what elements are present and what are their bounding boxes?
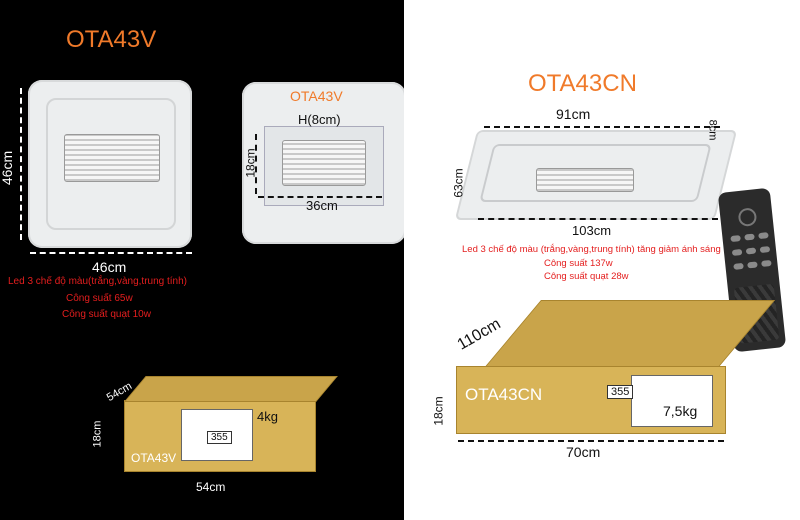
unit2-depth-line [255, 134, 257, 194]
box-model: OTA43V [131, 451, 177, 465]
unit2-label: OTA43V [290, 88, 343, 104]
unit2-height-label: H(8cm) [298, 112, 341, 127]
width-dimension-line [30, 252, 192, 254]
unit2-width: 36cm [306, 198, 338, 213]
box-top [124, 376, 338, 402]
spec-line-3: Công suất quạt 10w [62, 309, 151, 320]
box-width: 70cm [566, 444, 601, 460]
spec-line-2: Công suất 137w [544, 258, 613, 269]
top-width-line [484, 126, 720, 128]
box-model: OTA43CN [465, 385, 543, 404]
spec-line-2: Công suất 65w [66, 293, 133, 304]
box-width: 54cm [196, 480, 226, 494]
ceiling-fan-inner-view [242, 82, 406, 244]
box-weight: 4kg [257, 409, 278, 424]
top-width: 91cm [556, 106, 591, 122]
box-weight: 7,5kg [663, 403, 698, 419]
fan-panel-inner [46, 98, 176, 230]
shipping-box: 355 OTA43CN 7,5kg [456, 366, 726, 434]
box-code: 355 [607, 385, 634, 399]
unit2-depth: 18cm [243, 148, 258, 178]
unit1-width: 46cm [92, 259, 127, 275]
fan-grille [536, 168, 634, 192]
unit1-height: 46cm [0, 150, 16, 186]
left-title: OTA43V [66, 26, 157, 53]
ceiling-fan-front-view [28, 80, 192, 248]
unit-width: 103cm [572, 223, 612, 238]
unit2-width-line [258, 196, 382, 198]
spec-line-1: Led 3 chế độ màu (trắng,vàng,trung tính)… [462, 244, 721, 255]
box-depth: 110cm [454, 315, 504, 354]
box-height: 18cm [91, 420, 104, 448]
power-icon [737, 207, 758, 228]
right-panel: OTA43CN 91cm 8cm 63cm 103cm Led 3 chế độ… [404, 0, 800, 520]
height-dimension-line [20, 88, 22, 240]
unit-height: 8cm [706, 119, 719, 141]
width-line [478, 218, 718, 220]
spec-line-3: Công suất quạt 28w [544, 271, 629, 282]
box-top [484, 300, 776, 368]
box-height: 18cm [431, 396, 446, 426]
box-label [631, 375, 713, 427]
spec-line-1: Led 3 chế độ màu(trắng,vàng,trung tính) [8, 276, 188, 287]
fan-grille [64, 134, 160, 182]
fan-grille [282, 140, 366, 186]
unit-depth: 63cm [451, 168, 466, 198]
box-code: 355 [207, 431, 232, 444]
right-title: OTA43CN [528, 70, 637, 97]
shipping-box: 355 4kg OTA43V [124, 400, 316, 472]
left-panel: OTA43V 46cm 46cm OTA43V H(8cm) 18cm 36cm… [0, 0, 406, 520]
box-width-line [458, 440, 724, 442]
